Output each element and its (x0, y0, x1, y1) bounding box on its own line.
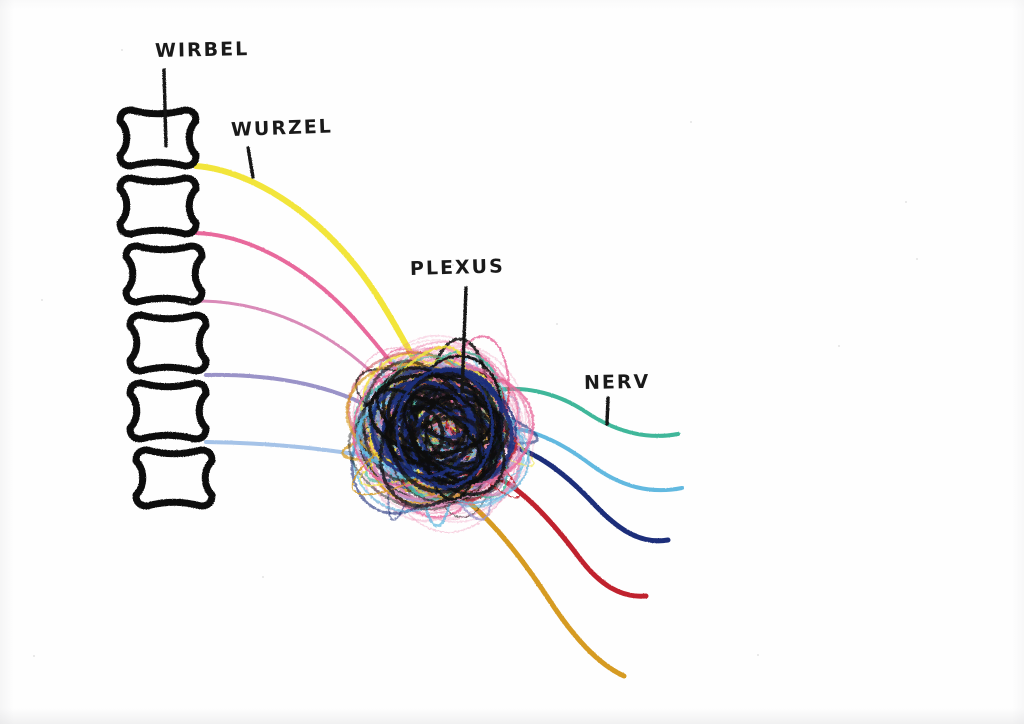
label-wirbel: WIRBEL (154, 38, 250, 62)
leader-line-nerv (605, 396, 610, 426)
label-nerv: NERV (583, 370, 651, 394)
plexus-dark-loop (412, 395, 506, 496)
plexus-dark-loop (388, 372, 501, 494)
plexus-dark-loop (384, 404, 445, 465)
plexus-dark-loop (395, 368, 494, 489)
plexus-dark-loop (401, 415, 481, 467)
vertebra (126, 379, 210, 443)
leader-line-wirbel (162, 68, 168, 148)
vertebra (132, 446, 216, 510)
vertebrae-group (116, 106, 216, 510)
plexus-dark-loop (370, 380, 473, 479)
label-leader-lines (162, 68, 610, 426)
vertebra (122, 242, 206, 306)
vertebra (116, 174, 200, 238)
label-wurzel: WURZEL (230, 115, 334, 141)
leader-line-wurzel (246, 146, 255, 179)
leader-line-plexus (460, 286, 468, 394)
plexus-scribble (341, 335, 539, 528)
label-plexus: PLEXUS (409, 255, 506, 280)
vertebra (116, 106, 200, 170)
vertebra (126, 311, 210, 375)
